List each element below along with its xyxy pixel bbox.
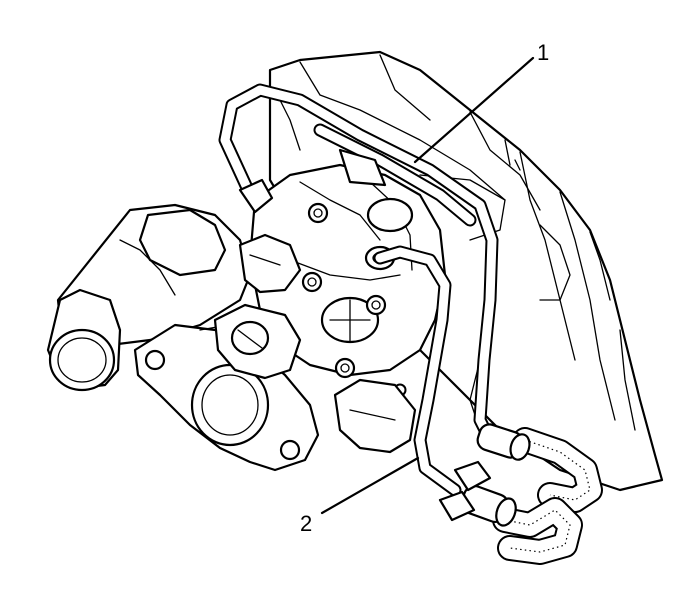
solenoid-connector [213, 233, 302, 380]
hose-fittings [438, 423, 531, 527]
valve-body [238, 148, 447, 379]
pipe-1 [218, 83, 499, 447]
corrugated-hoses [492, 427, 603, 565]
outlet-tube [46, 203, 252, 392]
leader-line-1 [413, 56, 535, 164]
leader-lines [320, 56, 535, 515]
leader-line-2 [320, 456, 420, 515]
callout-label-1: 1 [537, 40, 550, 65]
callout-label-2: 2 [300, 511, 313, 536]
pipe-bracket [333, 378, 417, 454]
